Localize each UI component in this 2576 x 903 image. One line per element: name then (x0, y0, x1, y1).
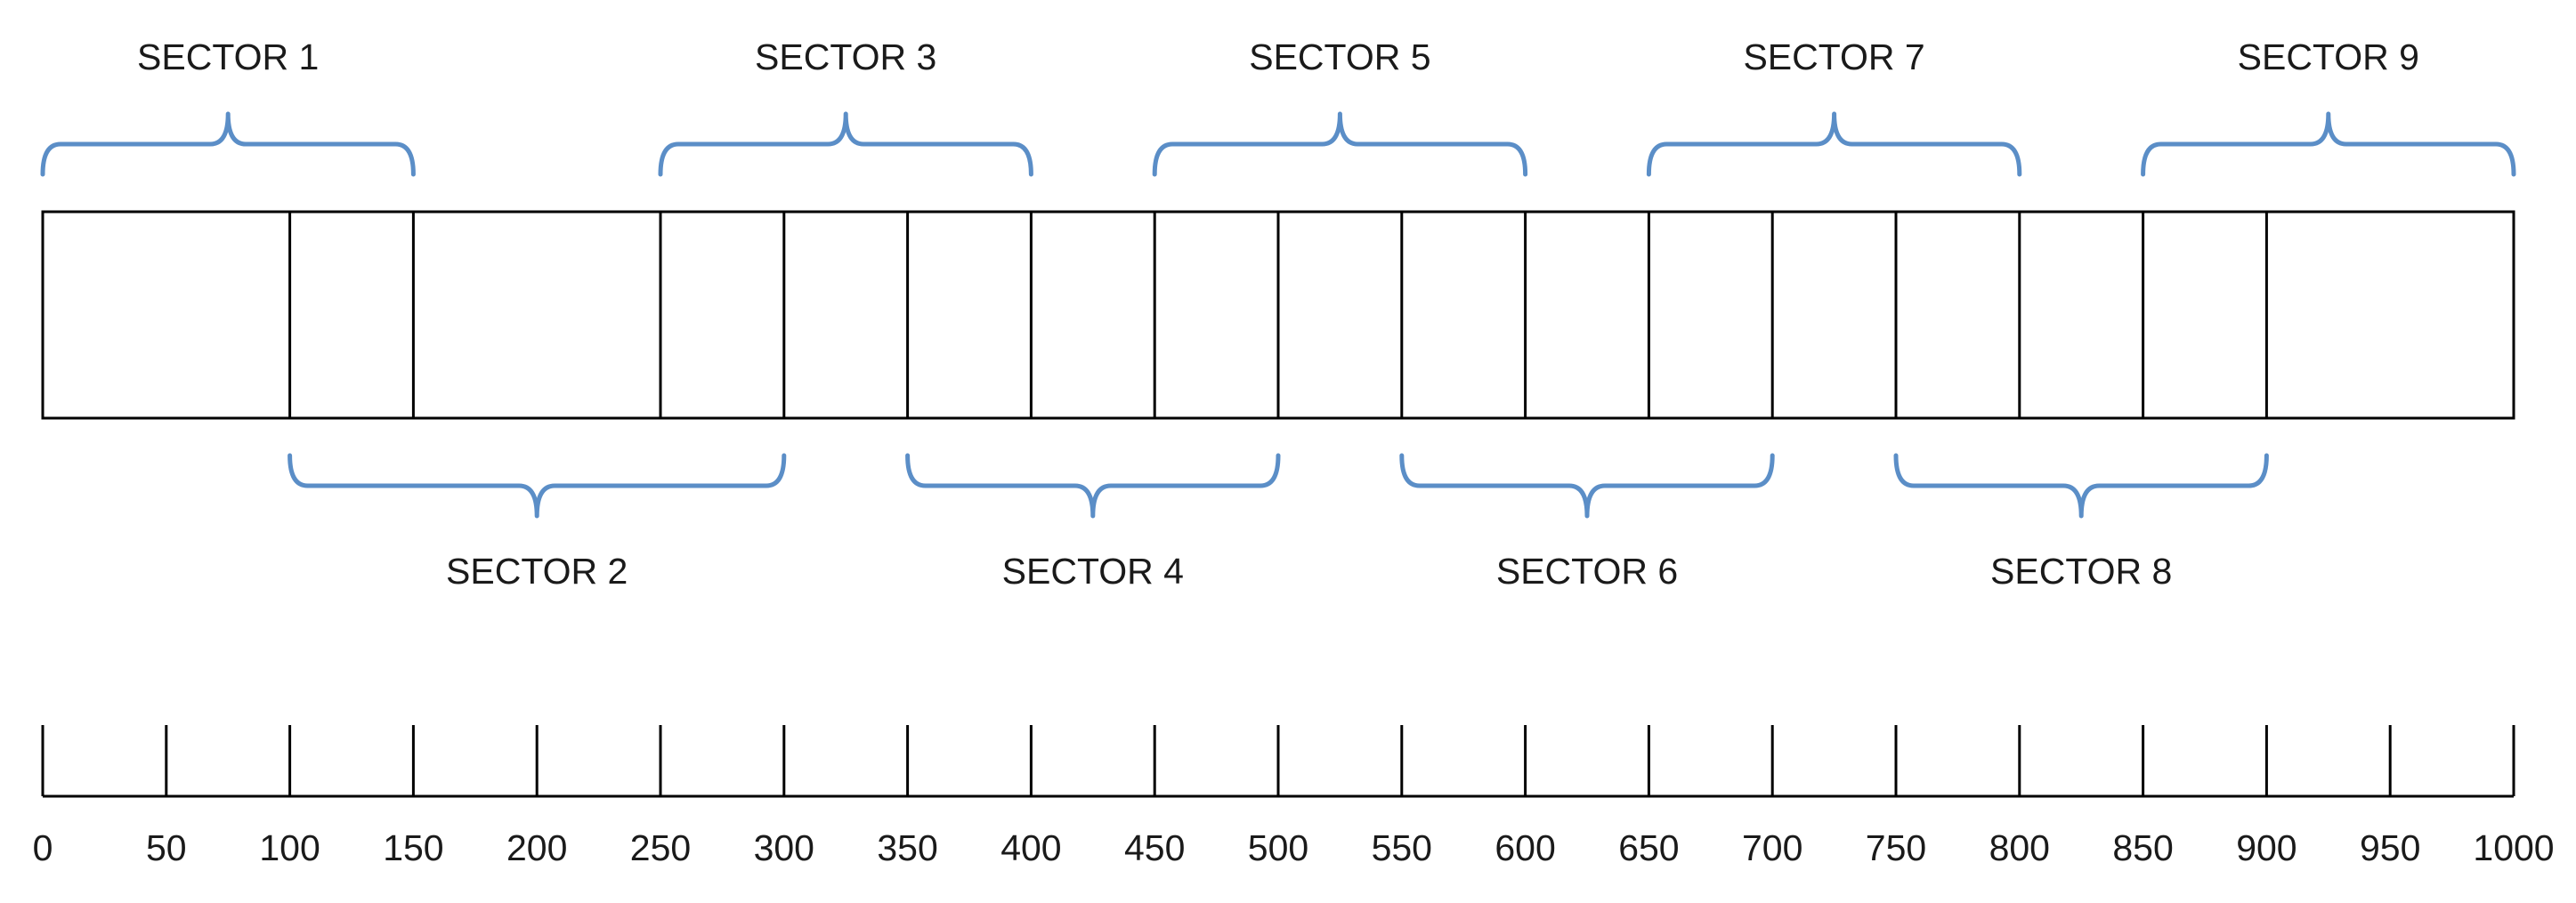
scale-tick-label: 250 (630, 827, 691, 868)
sector-7: SECTOR 7 (1646, 36, 2022, 177)
sector-label: SECTOR 2 (446, 551, 628, 592)
scale-tick-label: 850 (2112, 827, 2173, 868)
sector-label: SECTOR 3 (755, 36, 936, 77)
sector-label: SECTOR 7 (1743, 36, 1924, 77)
scale-tick-label: 200 (506, 827, 567, 868)
sector-brace (658, 111, 1033, 177)
sector-brace (1646, 111, 2022, 177)
sector-brace (288, 453, 787, 519)
sector-9: SECTOR 9 (2141, 36, 2516, 177)
sector-braces: SECTOR 1 SECTOR 2 SECTOR 3 SECTOR 4 SECTOR 5… (40, 36, 2516, 592)
distance-scale: 0 50 100 150 200 250 300 350 400 450 500 550 600 650 7… (33, 725, 2555, 868)
sector-strip (41, 210, 2515, 420)
scale-tick-label: 150 (383, 827, 443, 868)
sector-label: SECTOR 9 (2238, 36, 2419, 77)
sector-brace (1893, 453, 2269, 519)
scale-tick-label: 700 (1742, 827, 1802, 868)
scale-tick-label: 600 (1495, 827, 1555, 868)
scale-tick-label: 300 (754, 827, 814, 868)
sector-label: SECTOR 5 (1249, 36, 1430, 77)
sector-brace (40, 111, 416, 177)
scale-tick-label: 100 (259, 827, 320, 868)
sector-5: SECTOR 5 (1152, 36, 1528, 177)
sector-brace (1152, 111, 1528, 177)
scale-tick-label: 650 (1618, 827, 1679, 868)
scale-tick-label: 550 (1372, 827, 1432, 868)
scale-tick-label: 1000 (2473, 827, 2554, 868)
scale-tick-label: 450 (1124, 827, 1185, 868)
sector-3: SECTOR 3 (658, 36, 1033, 177)
sector-4: SECTOR 4 (905, 453, 1281, 592)
sector-brace (2141, 111, 2516, 177)
sector-8: SECTOR 8 (1893, 453, 2269, 592)
scale-tick-label: 800 (1989, 827, 2050, 868)
scale-tick-label: 750 (1866, 827, 1926, 868)
scale-tick-label: 900 (2236, 827, 2297, 868)
sector-brace (1399, 453, 1775, 519)
scale-tick-label: 950 (2360, 827, 2420, 868)
scale-tick-label: 500 (1248, 827, 1308, 868)
sector-1: SECTOR 1 (40, 36, 416, 177)
scale-tick-label: 400 (1000, 827, 1061, 868)
sector-6: SECTOR 6 (1399, 453, 1775, 592)
sector-label: SECTOR 1 (137, 36, 319, 77)
sector-2: SECTOR 2 (288, 453, 787, 592)
sector-brace (905, 453, 1281, 519)
sector-label: SECTOR 6 (1496, 551, 1678, 592)
sector-label: SECTOR 8 (1990, 551, 2172, 592)
scale-tick-label: 350 (877, 827, 937, 868)
scale-tick-label: 50 (146, 827, 187, 868)
scale-tick-label: 0 (33, 827, 53, 868)
sector-label: SECTOR 4 (1002, 551, 1184, 592)
